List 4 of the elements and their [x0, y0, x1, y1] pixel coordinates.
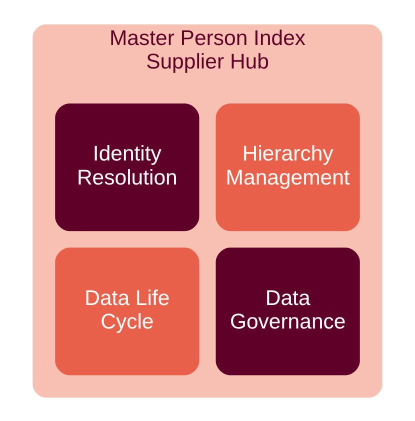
node-box: Data Governance — [216, 247, 360, 375]
node-box: Hierarchy Management — [216, 103, 360, 231]
node-box: Data Life Cycle — [55, 247, 200, 375]
node-box: Identity Resolution — [55, 103, 200, 231]
